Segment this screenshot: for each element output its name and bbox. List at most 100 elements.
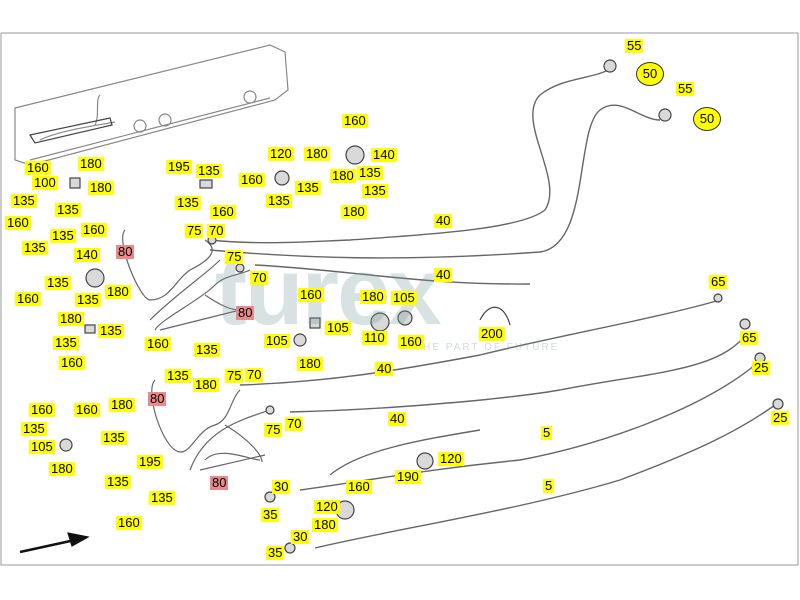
part-callout[interactable]: 135: [22, 240, 48, 255]
part-callout[interactable]: 180: [330, 168, 356, 183]
part-callout[interactable]: 135: [45, 275, 71, 290]
part-callout[interactable]: 180: [109, 397, 135, 412]
part-callout[interactable]: 70: [207, 223, 226, 238]
part-callout[interactable]: 105: [325, 320, 351, 335]
part-callout[interactable]: 30: [272, 479, 291, 494]
part-callout[interactable]: 135: [266, 193, 292, 208]
part-callout[interactable]: 135: [194, 342, 220, 357]
part-callout[interactable]: 140: [74, 247, 100, 262]
part-callout[interactable]: 180: [58, 311, 84, 326]
part-callout[interactable]: 180: [78, 156, 104, 171]
fittings: [59, 59, 784, 554]
part-callout[interactable]: 160: [342, 113, 368, 128]
part-callout[interactable]: 180: [49, 461, 75, 476]
watermark-tagline: THE PART OF FUTURE: [415, 342, 560, 353]
part-callout[interactable]: 135: [55, 202, 81, 217]
part-callout[interactable]: 50: [693, 107, 721, 131]
part-callout[interactable]: 160: [239, 172, 265, 187]
part-callout[interactable]: 160: [398, 334, 424, 349]
part-callout[interactable]: 135: [21, 421, 47, 436]
part-callout[interactable]: 135: [175, 195, 201, 210]
part-callout[interactable]: 180: [105, 284, 131, 299]
part-callout[interactable]: 40: [388, 411, 407, 426]
part-callout[interactable]: 65: [709, 274, 728, 289]
part-callout[interactable]: 40: [434, 213, 453, 228]
part-callout[interactable]: 5: [543, 478, 555, 493]
part-callout[interactable]: 195: [137, 454, 163, 469]
part-callout[interactable]: 160: [25, 160, 51, 175]
part-callout[interactable]: 75: [225, 249, 244, 264]
part-callout[interactable]: 180: [312, 517, 338, 532]
part-callout[interactable]: 160: [346, 479, 372, 494]
part-callout[interactable]: 105: [264, 333, 290, 348]
part-callout[interactable]: 160: [145, 336, 171, 351]
part-callout[interactable]: 40: [375, 361, 394, 376]
part-callout[interactable]: 55: [676, 81, 695, 96]
part-callout[interactable]: 160: [15, 291, 41, 306]
part-callout[interactable]: 160: [298, 287, 324, 302]
part-callout[interactable]: 160: [74, 402, 100, 417]
part-callout[interactable]: 135: [98, 323, 124, 338]
part-callout[interactable]: 80: [116, 244, 135, 259]
part-callout[interactable]: 195: [166, 159, 192, 174]
part-callout[interactable]: 135: [295, 180, 321, 195]
part-callout[interactable]: 135: [75, 292, 101, 307]
part-callout[interactable]: 135: [53, 335, 79, 350]
part-callout[interactable]: 180: [304, 146, 330, 161]
part-callout[interactable]: 160: [81, 222, 107, 237]
part-callout[interactable]: 105: [391, 290, 417, 305]
part-callout[interactable]: 75: [185, 223, 204, 238]
part-callout[interactable]: 70: [245, 367, 264, 382]
part-callout[interactable]: 50: [636, 62, 664, 86]
part-callout[interactable]: 120: [314, 499, 340, 514]
part-callout[interactable]: 80: [148, 391, 167, 406]
part-callout[interactable]: 135: [149, 490, 175, 505]
part-callout[interactable]: 35: [261, 507, 280, 522]
part-callout[interactable]: 30: [291, 529, 310, 544]
part-callout[interactable]: 140: [371, 147, 397, 162]
part-callout[interactable]: 40: [434, 267, 453, 282]
part-callout[interactable]: 135: [196, 163, 222, 178]
direction-arrow-icon: [19, 532, 90, 554]
part-callout[interactable]: 100: [32, 175, 58, 190]
part-callout[interactable]: 25: [752, 360, 771, 375]
front-line-bundle-lower: [151, 379, 271, 471]
part-callout[interactable]: 70: [285, 416, 304, 431]
part-callout[interactable]: 180: [341, 204, 367, 219]
part-callout[interactable]: 135: [11, 193, 37, 208]
part-callout[interactable]: 180: [88, 180, 114, 195]
part-callout[interactable]: 65: [740, 330, 759, 345]
part-callout[interactable]: 135: [362, 183, 388, 198]
part-callout[interactable]: 110: [362, 330, 387, 345]
part-callout[interactable]: 80: [210, 475, 229, 490]
part-callout[interactable]: 75: [264, 422, 283, 437]
part-callout[interactable]: 160: [210, 204, 236, 219]
part-callout[interactable]: 200: [479, 326, 505, 341]
clip-200: [479, 306, 511, 326]
part-callout[interactable]: 135: [165, 368, 191, 383]
part-callout[interactable]: 135: [101, 430, 127, 445]
part-callout[interactable]: 55: [625, 38, 644, 53]
part-callout[interactable]: 135: [105, 474, 131, 489]
part-callout[interactable]: 25: [771, 410, 790, 425]
part-callout[interactable]: 135: [50, 228, 76, 243]
part-callout[interactable]: 120: [268, 146, 294, 161]
part-callout[interactable]: 80: [236, 305, 255, 320]
part-callout[interactable]: 160: [116, 515, 142, 530]
part-callout[interactable]: 120: [438, 451, 464, 466]
part-callout[interactable]: 105: [29, 439, 55, 454]
part-callout[interactable]: 75: [225, 368, 244, 383]
part-callout[interactable]: 135: [357, 165, 383, 180]
part-callout[interactable]: 35: [266, 545, 285, 560]
part-callout[interactable]: 180: [297, 356, 323, 371]
part-callout[interactable]: 160: [29, 402, 55, 417]
part-callout[interactable]: 180: [193, 377, 219, 392]
part-callout[interactable]: 190: [395, 469, 421, 484]
part-callout[interactable]: 5: [541, 425, 553, 440]
vehicle-outline: [14, 44, 289, 166]
part-callout[interactable]: 160: [59, 355, 85, 370]
part-callout[interactable]: 160: [5, 215, 31, 230]
part-callout[interactable]: 70: [250, 270, 269, 285]
brake-lines: [209, 64, 776, 549]
part-callout[interactable]: 180: [360, 289, 386, 304]
